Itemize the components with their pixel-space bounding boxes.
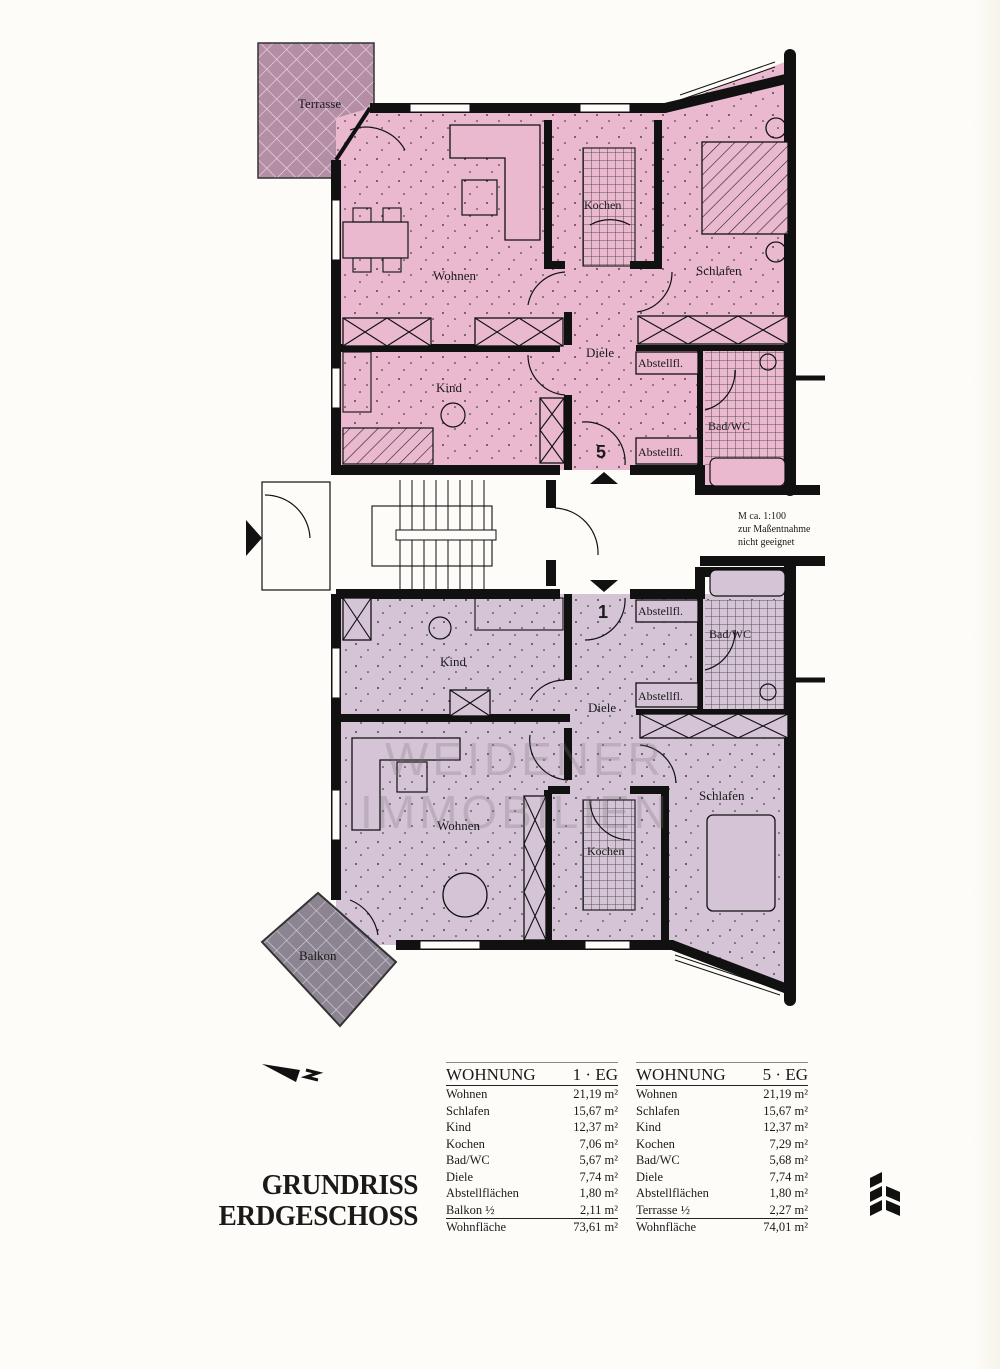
label-bad-5: Bad/WC: [708, 419, 750, 433]
watermark-line2: IMMOBILIEN: [360, 786, 671, 838]
title-line-2: ERDGESCHOSS: [218, 1200, 419, 1232]
watermark-line1: WEIDENER: [385, 733, 665, 785]
label-kochen-1: Kochen: [587, 844, 624, 858]
label-bad-1: Bad/WC: [709, 627, 751, 641]
table-header: WOHNUNG 5 · EG: [636, 1062, 808, 1086]
label-abstell-1a: Abstellfl.: [638, 604, 683, 618]
title-line-1: GRUNDRISS: [261, 1169, 419, 1201]
north-arrow-icon: [262, 1064, 324, 1082]
page-edge: [972, 0, 1000, 1369]
label-diele-1: Diele: [588, 700, 616, 715]
label-abstell-1b: Abstellfl.: [638, 689, 683, 703]
unit-5: Terrasse Wohnen Kochen Schlafen Kind Die…: [257, 42, 825, 496]
balkon-area: [260, 891, 398, 1028]
label-kochen-5: Kochen: [584, 198, 621, 212]
label-wohnen-1: Wohnen: [437, 818, 480, 833]
table-header: WOHNUNG 1 · EG: [446, 1062, 618, 1086]
scale-note: M ca. 1:100 zur Maßentnahme nicht geeign…: [738, 510, 810, 549]
label-kind-1: Kind: [440, 654, 467, 669]
unit-1: WEIDENER IMMOBILIEN Balkon Wohnen Kochen…: [260, 560, 825, 1028]
label-abstell-5b: Abstellfl.: [638, 445, 683, 459]
stairwell: [246, 480, 825, 591]
company-logo-icon: [870, 1172, 900, 1216]
scale-line-1: M ca. 1:100: [738, 511, 787, 522]
unit-number-1: 1: [598, 602, 608, 622]
label-schlafen-5: Schlafen: [696, 263, 742, 278]
label-diele-5: Diele: [586, 345, 614, 360]
page-title: GRUNDRISS ERDGESCHOSS: [183, 1169, 419, 1232]
label-abstell-5a: Abstellfl.: [638, 356, 683, 370]
label-kind-5: Kind: [436, 380, 463, 395]
entrance-arrow-icon: [246, 520, 262, 556]
label-balkon: Balkon: [299, 948, 337, 963]
scale-line-2: zur Maßentnahme: [738, 524, 811, 535]
label-schlafen-1: Schlafen: [699, 788, 745, 803]
label-wohnen-5: Wohnen: [433, 268, 476, 283]
label-terrasse: Terrasse: [298, 96, 341, 111]
unit-number-5: 5: [596, 442, 606, 462]
scale-line-3: nicht geeignet: [738, 537, 795, 548]
